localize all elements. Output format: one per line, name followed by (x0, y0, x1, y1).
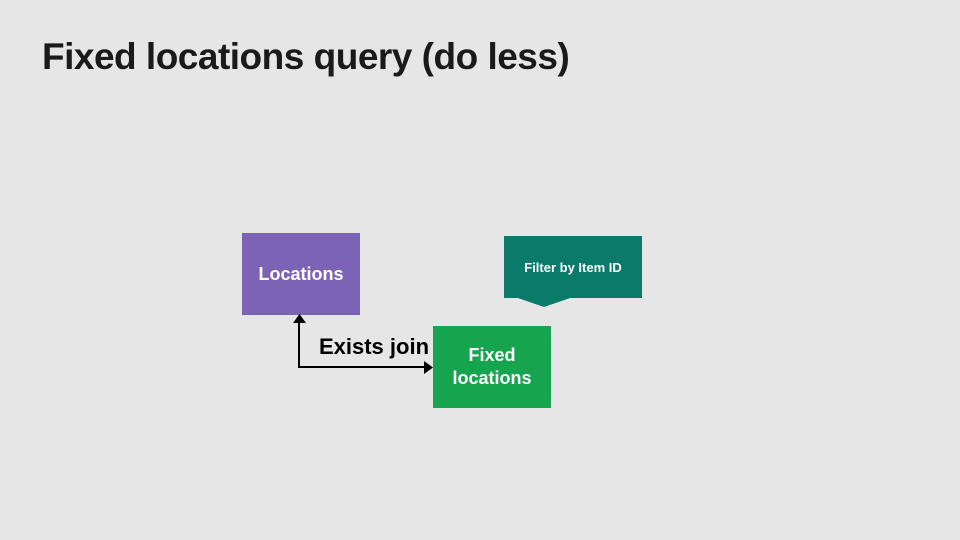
diagram-node-fixed-locations: Fixed locations (433, 326, 551, 408)
filter-callout: Filter by Item ID (504, 236, 642, 298)
page-title: Fixed locations query (do less) (42, 36, 570, 77)
diagram-node-locations: Locations (242, 233, 360, 315)
filter-callout-tail (515, 297, 573, 307)
fixed-locations-node-label: Fixed locations (452, 344, 532, 388)
locations-node-label: Locations (258, 263, 344, 284)
connector-horizontal-segment (298, 366, 426, 368)
connector-vertical-segment (298, 322, 300, 368)
filter-callout-label: Filter by Item ID (524, 259, 622, 275)
connector-label-exists-join: Exists join (318, 334, 430, 359)
arrowhead-up-icon (293, 314, 306, 323)
arrowhead-right-icon (424, 361, 433, 374)
